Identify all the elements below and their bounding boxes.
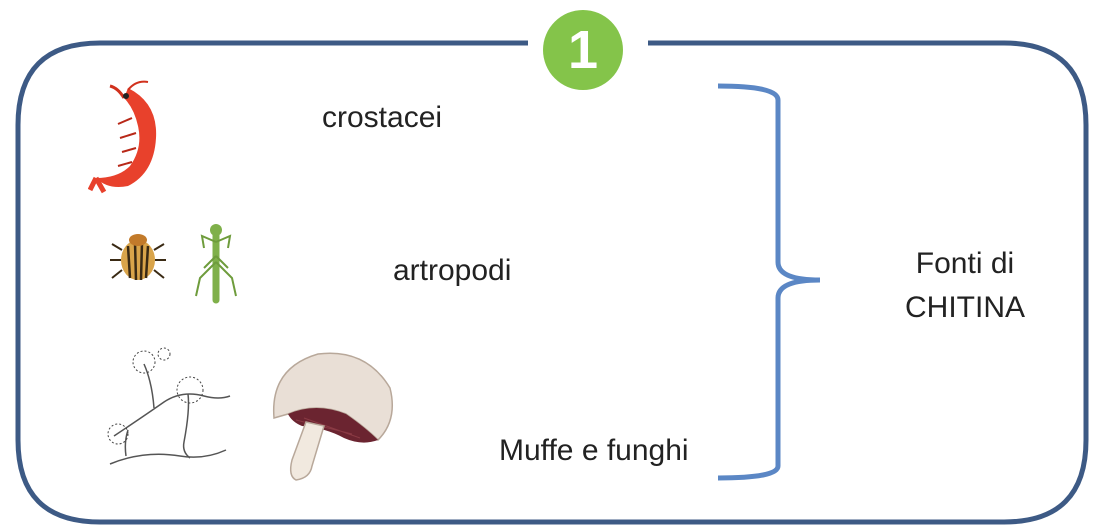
step-badge: 1 [543,10,623,90]
label-muffe-funghi: Muffe e funghi [499,434,689,468]
label-crostacei: crostacei [322,101,442,135]
label-artropodi: artropodi [393,254,511,288]
mushroom-icon [266,348,396,484]
curly-brace [718,86,820,478]
mold-icon [104,346,234,470]
summary-line2: CHITINA [880,286,1050,330]
shrimp-icon [88,78,178,198]
mantis-icon [192,222,240,304]
beetle-icon [108,228,168,290]
summary-text: Fonti di CHITINA [880,242,1050,330]
summary-line1: Fonti di [880,242,1050,286]
